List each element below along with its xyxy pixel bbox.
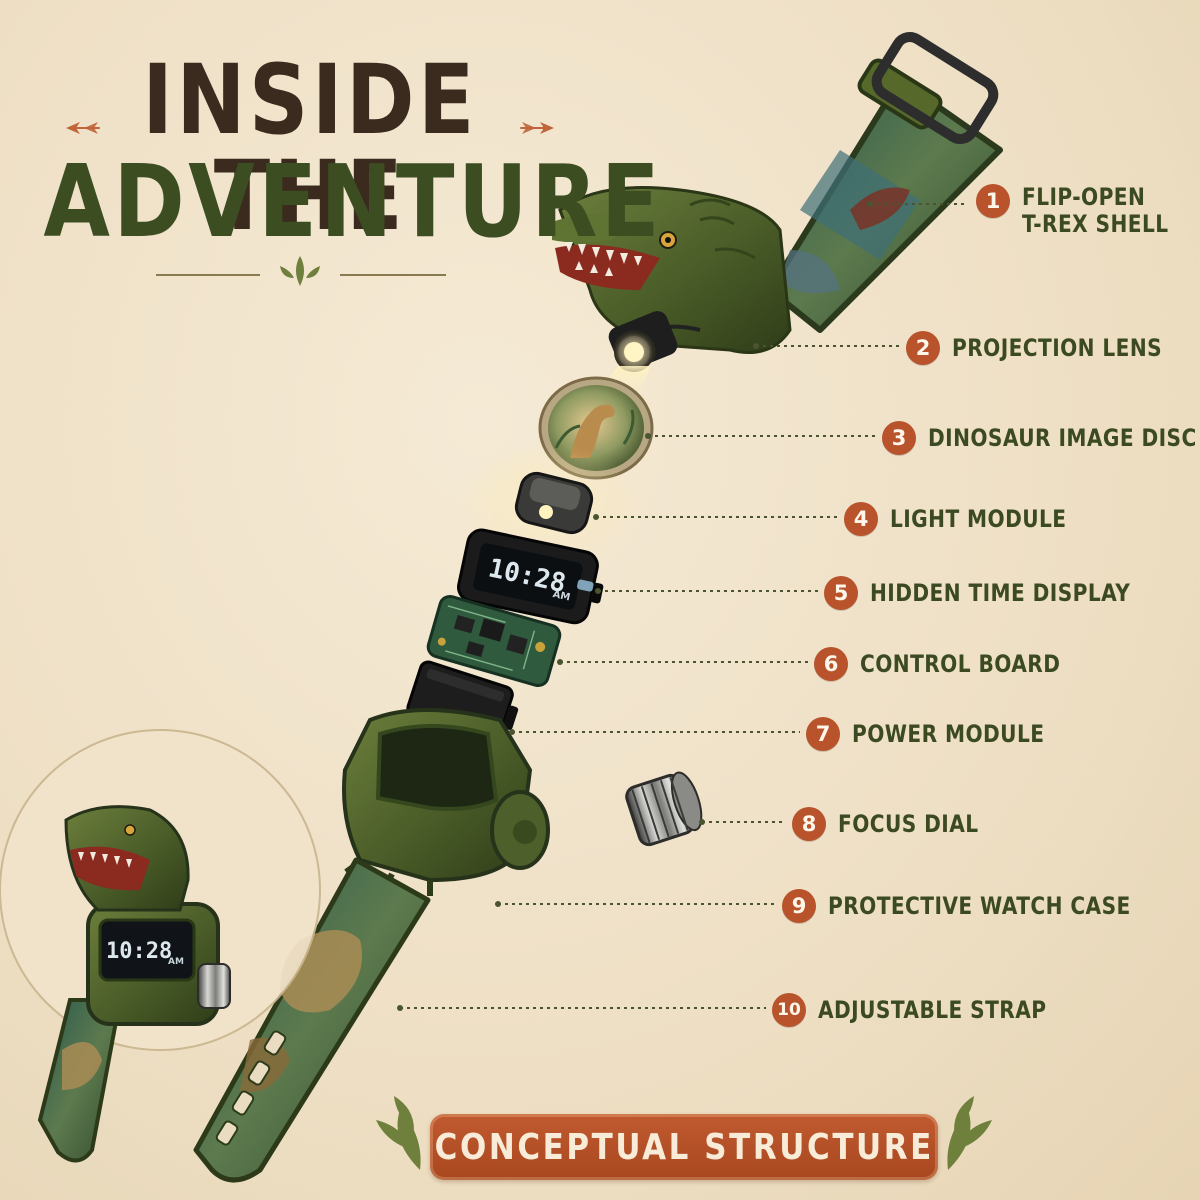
banner-label: CONCEPTUAL STRUCTURE [434, 1126, 934, 1168]
callout-number-5: 5 [824, 576, 858, 610]
callout-8: 8 FOCUS DIAL [792, 804, 1005, 844]
callout-6: 6 CONTROL BOARD [814, 644, 1099, 684]
callout-4: 4 LIGHT MODULE [844, 499, 1100, 539]
callout-label-7: POWER MODULE [852, 719, 1045, 748]
callout-3: 3 DINOSAUR IMAGE DISC [882, 418, 1200, 458]
strap-buckle-icon [871, 32, 999, 144]
leaf-decor-right-icon [947, 1096, 992, 1170]
callout-9: 9 PROTECTIVE WATCH CASE [782, 886, 1188, 926]
callout-5: 5 HIDDEN TIME DISPLAY [824, 573, 1180, 613]
title-ornament-bottom [156, 256, 446, 286]
callout-number-7: 7 [806, 717, 840, 751]
title-line-1: INSIDE THE [142, 44, 478, 252]
time-display-module: 10:28 AM [457, 528, 604, 625]
callout-number-10: 10 [772, 993, 806, 1027]
callout-number-4: 4 [844, 502, 878, 536]
inset-display-time: 10:28 [106, 939, 172, 964]
callout-number-8: 8 [792, 807, 826, 841]
title-line-2: ADVENTURE [43, 143, 664, 260]
callout-label-3: DINOSAUR IMAGE DISC [928, 423, 1197, 452]
callout-label-4: LIGHT MODULE [890, 504, 1067, 533]
adjustable-strap [193, 857, 431, 1183]
title-ornament-left [66, 122, 100, 134]
leader-dots [397, 201, 873, 1011]
callout-label-5: HIDDEN TIME DISPLAY [870, 578, 1131, 607]
leaf-decor-left-icon [376, 1096, 421, 1170]
callout-label-10: ADJUSTABLE STRAP [818, 995, 1047, 1024]
conceptual-structure-banner: CONCEPTUAL STRUCTURE [430, 1114, 938, 1180]
callout-label-9: PROTECTIVE WATCH CASE [828, 891, 1131, 920]
callout-label-1-line-2: T-REX SHELL [1022, 209, 1169, 238]
focus-dial [625, 771, 703, 847]
light-module [460, 443, 640, 563]
callout-2: 2 PROJECTION LENS [906, 328, 1200, 368]
callout-label-1-line-1: FLIP-OPEN [1022, 183, 1146, 211]
callout-number-9: 9 [782, 889, 816, 923]
callout-label-2: PROJECTION LENS [952, 333, 1163, 362]
callout-number-3: 3 [882, 421, 916, 455]
display-period: AM [552, 589, 572, 603]
callout-label-8: FOCUS DIAL [838, 809, 979, 838]
callout-label-6: CONTROL BOARD [860, 649, 1061, 678]
callout-10: 10 ADJUSTABLE STRAP [772, 990, 1090, 1030]
assembled-watch-inset: 10:28 AM [0, 729, 321, 1163]
callout-number-1: 1 [976, 184, 1010, 218]
inset-display-period: AM [168, 957, 184, 967]
control-board [426, 594, 562, 688]
callout-number-6: 6 [814, 647, 848, 681]
leader-lines [400, 203, 968, 1009]
callout-7: 7 POWER MODULE [806, 714, 1081, 754]
trex-shell [552, 186, 792, 354]
callout-label-1: FLIP-OPEN T-REX SHELL [1022, 184, 1168, 238]
callout-number-2: 2 [906, 331, 940, 365]
callout-1: 1 FLIP-OPEN T-REX SHELL [976, 184, 1196, 244]
title-ornament-right [520, 122, 554, 134]
